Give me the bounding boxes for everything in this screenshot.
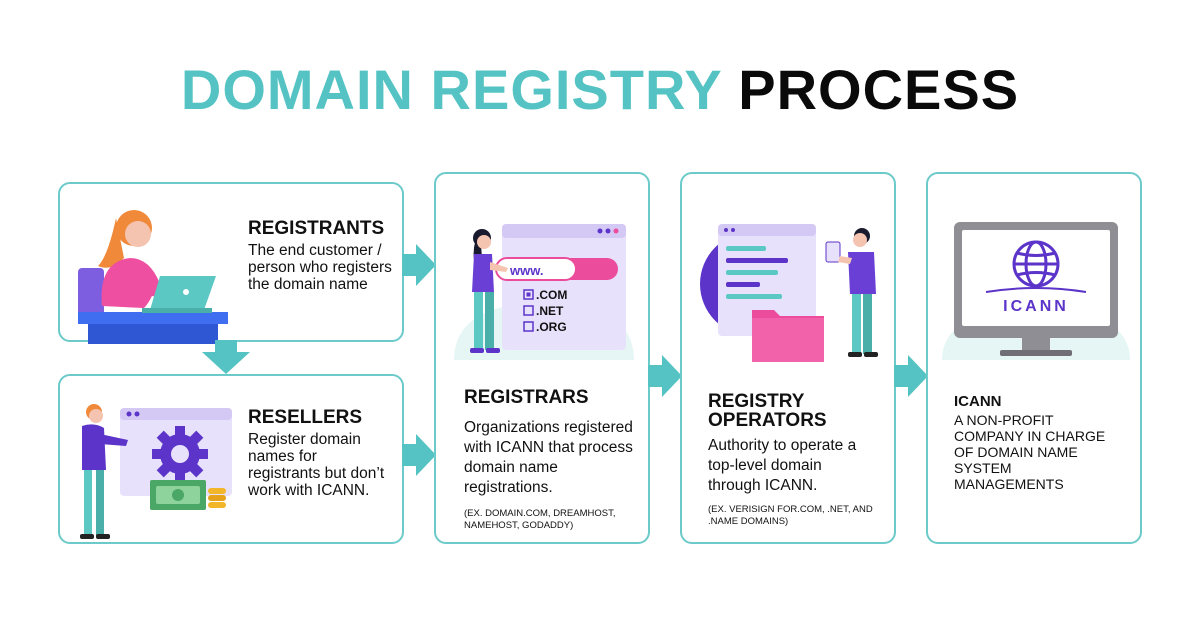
tld-option-com: .COM	[536, 288, 568, 302]
tld-option-net: .NET	[536, 304, 564, 318]
registrars-heading: REGISTRARS	[464, 387, 589, 408]
resellers-heading: RESELLERS	[248, 407, 363, 428]
registrar-illustration	[444, 214, 644, 364]
registrants-text: The end customer / person who registers …	[248, 242, 392, 293]
title-accent: DOMAIN REGISTRY	[180, 58, 722, 121]
page-title: DOMAIN REGISTRY PROCESS	[0, 58, 1200, 122]
arrow-right-icon	[402, 244, 438, 286]
tld-option-org: .ORG	[536, 320, 567, 334]
operator-illustration	[690, 218, 890, 368]
registrars-text: Organizations registered with ICANN that…	[464, 419, 633, 496]
card-resellers: RESELLERS Register domain names for regi…	[58, 374, 404, 544]
icann-logo-text: ICANN	[1003, 298, 1069, 315]
arrow-down-icon	[202, 340, 250, 374]
icann-text: A NON-PROFIT COMPANY IN CHARGE OF DOMAIN…	[954, 412, 1106, 492]
registrars-note: (EX. DOMAIN.COM, DREAMHOST, NAMEHOST, GO…	[464, 508, 616, 531]
registrant-illustration	[68, 196, 238, 344]
card-registrants: REGISTRANTS The end customer / person wh…	[58, 182, 404, 344]
title-dark: PROCESS	[738, 58, 1020, 121]
reseller-illustration	[70, 404, 240, 544]
registry-operators-text: Authority to operate a top-level domain …	[708, 437, 857, 494]
card-registry-operators: REGISTRY OPERATORS Authority to operate …	[680, 172, 896, 544]
arrow-right-icon	[894, 355, 930, 397]
card-icann: ICANN ICANN A NON-PROFIT COMPANY IN CHAR…	[926, 172, 1142, 544]
arrow-right-icon	[648, 355, 684, 397]
icann-monitor-illustration	[936, 214, 1136, 364]
card-registrars: www. .COM .NET .ORG REGISTRARS Organizat…	[434, 172, 650, 544]
icann-heading: ICANN	[954, 393, 1002, 410]
registry-operators-note: (EX. VERISIGN FOR.COM, .NET, AND .NAME D…	[708, 504, 873, 527]
registry-operators-heading: REGISTRY OPERATORS	[708, 391, 827, 431]
registrants-heading: REGISTRANTS	[248, 218, 385, 239]
url-text: www.	[510, 263, 544, 278]
resellers-text: Register domain names for registrants bu…	[248, 431, 385, 499]
arrow-right-icon	[402, 434, 438, 476]
